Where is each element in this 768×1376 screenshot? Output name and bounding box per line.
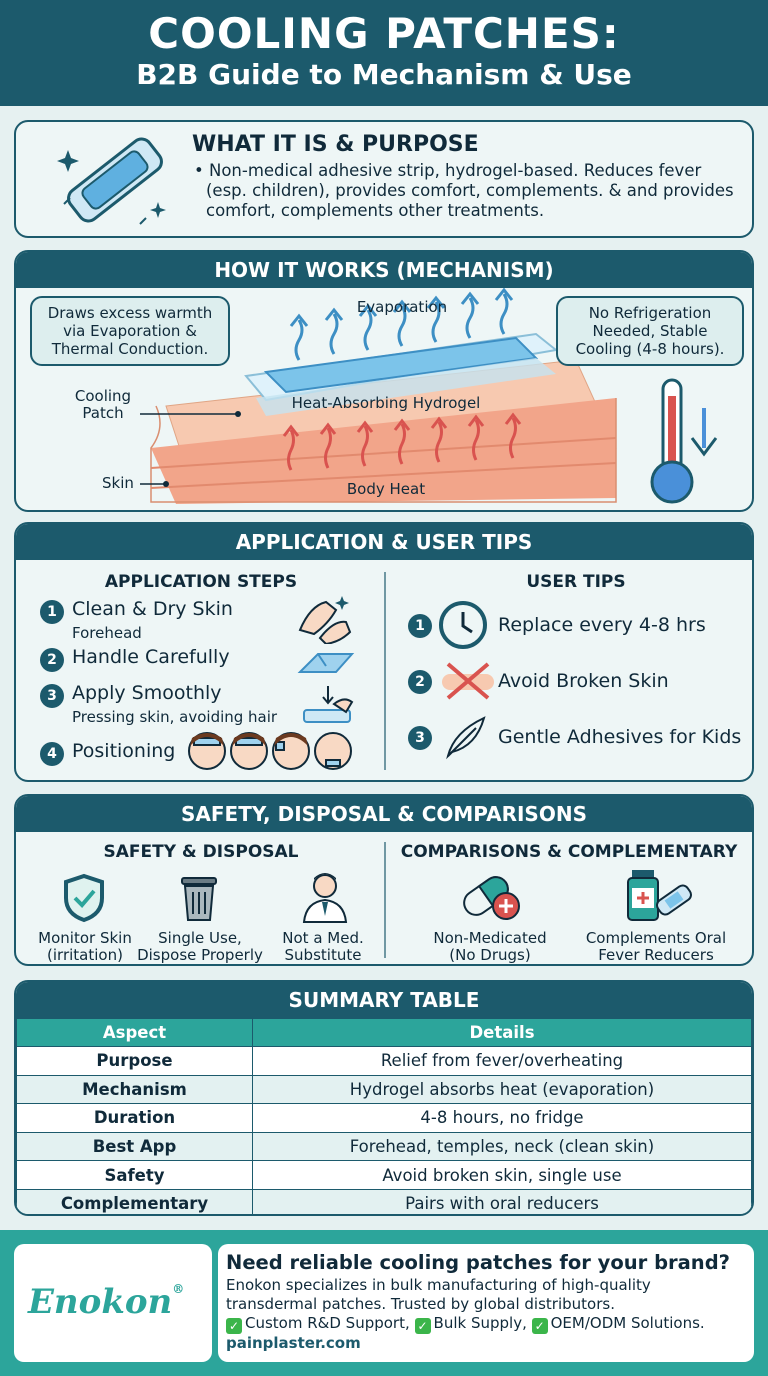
mechanism-diagram — [140, 288, 718, 504]
skin-label: Skin — [102, 474, 134, 492]
safety-right-title: COMPARISONS & COMPLEMENTARY — [400, 842, 738, 862]
table-header-details: Details — [252, 1018, 752, 1047]
table-cell: Safety — [16, 1160, 253, 1190]
what-title: WHAT IT IS & PURPOSE — [192, 132, 479, 157]
step-number: 2 — [40, 648, 64, 672]
hands-cleaning-icon — [298, 596, 352, 644]
table-cell: Best App — [16, 1131, 253, 1162]
table-cell: Duration — [16, 1103, 253, 1133]
tip-label: Replace every 4-8 hrs — [498, 614, 706, 636]
evaporation-label: Evaporation — [356, 298, 448, 316]
step-sub: Forehead — [72, 624, 142, 642]
compare-item: Complements Oral Fever Reducers — [585, 929, 727, 964]
step-label: Clean & Dry Skin — [72, 598, 233, 620]
tip-label: Avoid Broken Skin — [498, 670, 669, 692]
tips-title: USER TIPS — [526, 572, 626, 592]
step-label: Apply Smoothly — [72, 682, 222, 704]
steps-title: APPLICATION STEPS — [104, 572, 298, 592]
step-label: Positioning — [72, 740, 176, 762]
page-subtitle: B2B Guide to Mechanism & Use — [136, 58, 632, 91]
footer: Enokon® Need reliable cooling patches fo… — [0, 1230, 768, 1376]
table-cell: Complementary — [16, 1188, 253, 1214]
step-sub: Pressing skin, avoiding hair — [72, 708, 278, 726]
check-icon: ✓ — [531, 1318, 548, 1334]
summary-title: SUMMARY TABLE — [16, 982, 752, 1018]
safety-item: Monitor Skin (irritation) — [38, 929, 132, 964]
body-heat-label: Body Heat — [346, 480, 426, 498]
patch-handling-icon — [297, 653, 355, 673]
patch-label: Cooling Patch — [74, 387, 132, 422]
safety-card: SAFETY, DISPOSAL & COMPARISONS SAFETY & … — [14, 794, 754, 966]
positioning-faces-icon — [188, 732, 352, 770]
feature-item: Bulk Supply, — [433, 1314, 527, 1332]
safety-title: SAFETY, DISPOSAL & COMPARISONS — [16, 796, 752, 832]
bubble-left: Draws excess warmth via Evaporation & Th… — [30, 296, 230, 366]
feature-item: Custom R&D Support, — [245, 1314, 410, 1332]
feature-list: ✓Custom R&D Support, ✓Bulk Supply, ✓OEM/… — [226, 1314, 746, 1334]
feather-icon — [446, 716, 486, 760]
doctor-icon — [302, 873, 348, 923]
check-icon: ✓ — [414, 1318, 431, 1334]
page-header: COOLING PATCHES: B2B Guide to Mechanism … — [0, 0, 768, 106]
table-cell: Hydrogel absorbs heat (evaporation) — [252, 1074, 752, 1105]
registered-mark: ® — [172, 1282, 185, 1296]
bubble-right: No Refrigeration Needed, Stable Cooling … — [556, 296, 744, 366]
brand-logo: Enokon® — [28, 1282, 184, 1322]
table-header-aspect: Aspect — [16, 1018, 253, 1047]
what-it-is-card: WHAT IT IS & PURPOSE • Non-medical adhes… — [14, 120, 754, 238]
compare-item: Non-Medicated (No Drugs) — [433, 929, 547, 964]
how-it-works-card: HOW IT WORKS (MECHANISM) — [14, 250, 754, 512]
application-card: APPLICATION & USER TIPS APPLICATION STEP… — [14, 522, 754, 782]
tip-number: 1 — [408, 614, 432, 638]
application-title: APPLICATION & USER TIPS — [16, 524, 752, 560]
tip-label: Gentle Adhesives for Kids — [498, 726, 742, 748]
shield-check-icon — [64, 873, 104, 923]
safety-left-title: SAFETY & DISPOSAL — [103, 842, 299, 862]
what-text: • Non-medical adhesive strip, hydrogel-b… — [194, 161, 734, 220]
trash-icon — [181, 877, 217, 921]
table-cell: Mechanism — [16, 1074, 253, 1105]
page-title: COOLING PATCHES: — [148, 9, 620, 58]
cta-box: Need reliable cooling patches for your b… — [218, 1244, 754, 1362]
cta-text: Enokon specializes in bulk manufacturing… — [226, 1276, 651, 1313]
table-cell: 4-8 hours, no fridge — [252, 1103, 752, 1133]
clock-icon — [439, 601, 487, 649]
column-divider — [384, 572, 386, 770]
apply-patch-icon — [303, 686, 354, 723]
how-title: HOW IT WORKS (MECHANISM) — [16, 252, 752, 288]
table-cell: Pairs with oral reducers — [252, 1188, 752, 1214]
table-cell: Forehead, temples, neck (clean skin) — [252, 1131, 752, 1162]
step-number: 4 — [40, 742, 64, 766]
medicine-bottle-icon — [627, 870, 692, 921]
table-cell: Avoid broken skin, single use — [252, 1160, 752, 1190]
step-number: 1 — [40, 600, 64, 624]
tip-number: 2 — [408, 670, 432, 694]
column-divider — [384, 842, 386, 958]
step-label: Handle Carefully — [72, 646, 230, 668]
brand-logo-text: Enokon — [28, 1282, 173, 1322]
feature-item: OEM/ODM Solutions. — [550, 1314, 705, 1332]
safety-item: Single Use, Dispose Properly — [137, 929, 263, 964]
cta-headline: Need reliable cooling patches for your b… — [226, 1251, 730, 1274]
hydrogel-label: Heat-Absorbing Hydrogel — [291, 394, 481, 412]
pill-icon — [463, 876, 520, 920]
logo-box: Enokon® — [14, 1244, 212, 1362]
website-link[interactable]: painplaster.com — [226, 1334, 361, 1352]
table-cell: Relief from fever/overheating — [252, 1046, 752, 1076]
patch-icon — [57, 137, 166, 225]
safety-item: Not a Med. Substitute — [282, 929, 364, 964]
table-cell: Purpose — [16, 1046, 253, 1076]
tip-number: 3 — [408, 726, 432, 750]
check-icon: ✓ — [226, 1318, 242, 1334]
broken-skin-icon — [442, 662, 494, 700]
step-number: 3 — [40, 684, 64, 708]
